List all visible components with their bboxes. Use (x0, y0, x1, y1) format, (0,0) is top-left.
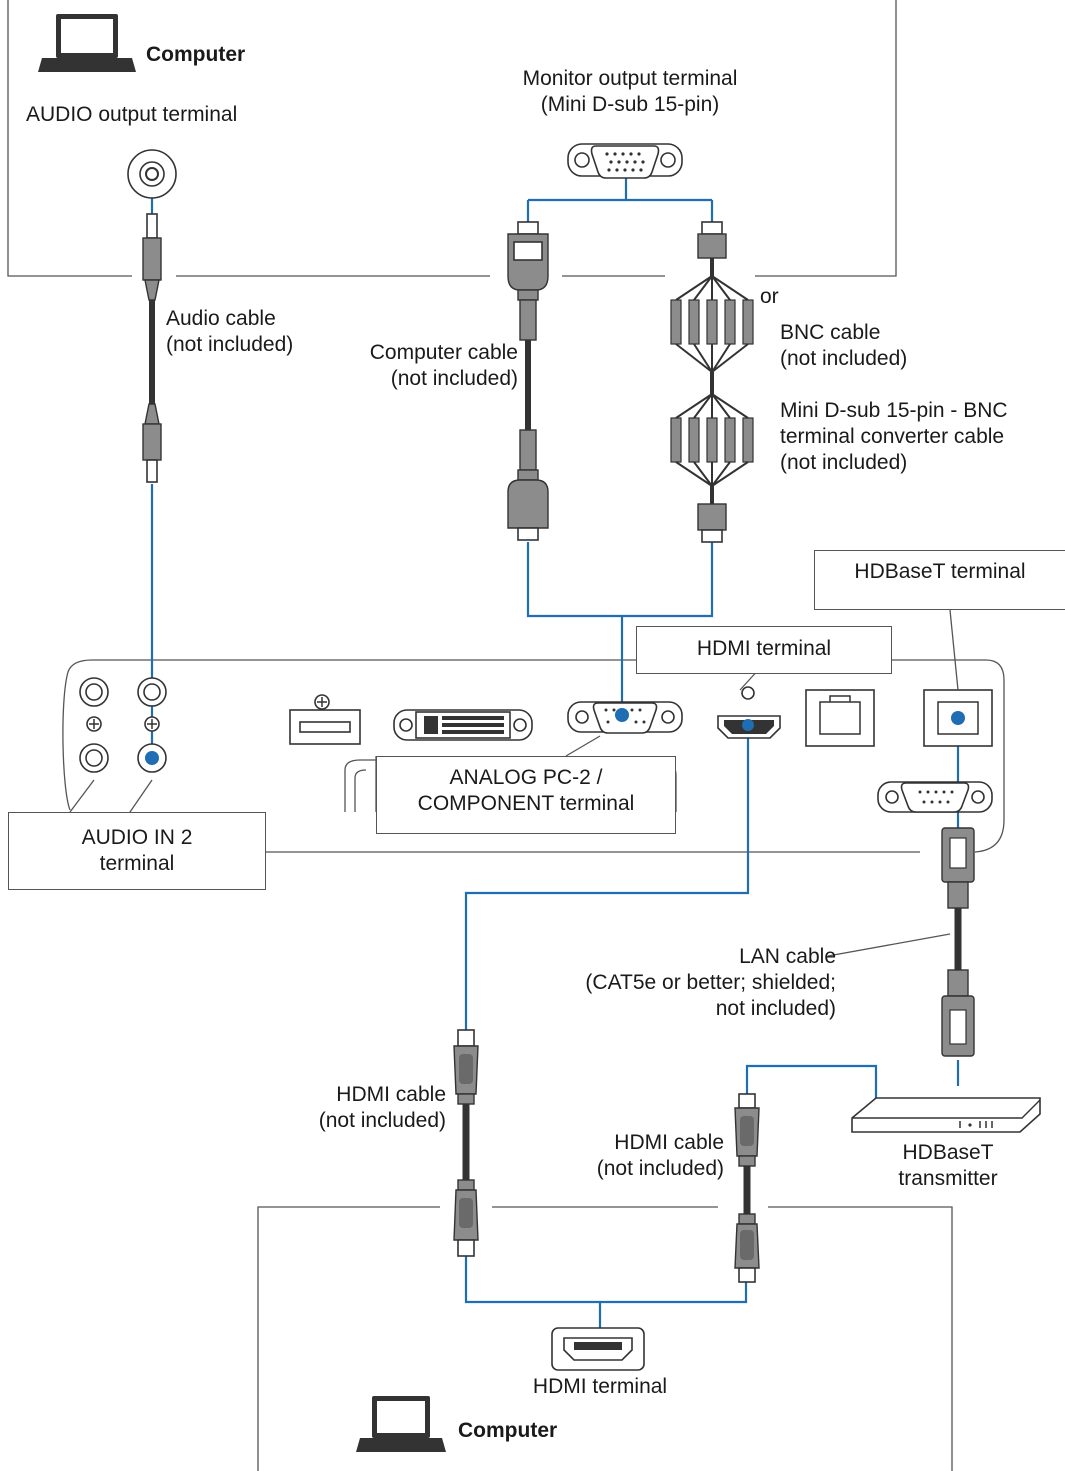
converter-cable-label: Mini D-sub 15-pin - BNC terminal convert… (780, 399, 1008, 474)
lan-cable-label: LAN cable (CAT5e or better; shielded; no… (585, 945, 836, 1020)
lan-port-icon (805, 689, 875, 747)
top-computer-frame (7, 0, 897, 277)
audio-cable-label: Audio cable (not included) (166, 307, 294, 356)
hdmi-cable-right-label: HDMI cable (not included) (596, 1131, 724, 1180)
audio-cable-icon (142, 213, 162, 483)
hdbaset-transmitter-icon (851, 1097, 1041, 1133)
bottom-hdmi-terminal-label: HDMI terminal (532, 1375, 668, 1398)
bottom-computer-title: Computer (458, 1419, 558, 1442)
laptop-icon (356, 1396, 446, 1452)
hdmi-cable-left-label: HDMI cable (not included) (318, 1083, 446, 1132)
analog-pc2-port-icon (567, 701, 683, 734)
serial-port-icon (877, 781, 993, 813)
top-computer-title: Computer (146, 43, 246, 66)
analog-pc2-callout: ANALOG PC-2 / COMPONENT terminal (376, 756, 676, 834)
bottom-hdmi-port-icon (551, 1327, 645, 1371)
bottom-computer-frame (257, 1206, 953, 1471)
computer-cable-label: Computer cable (not included) (369, 341, 518, 390)
signal-wires (150, 174, 960, 1328)
computer-cable-icon (507, 221, 549, 541)
or-label: or (760, 285, 779, 308)
bnc-cable-label: BNC cable (not included) (780, 321, 908, 370)
hdmi-port-icon (717, 686, 781, 739)
audio-in-jacks-icon (79, 677, 167, 773)
lan-cable-icon (941, 827, 975, 1057)
dvi-port-icon (393, 709, 533, 741)
audio-jack-icon (127, 149, 177, 199)
monitor-output-label: Monitor output terminal (Mini D-sub 15-p… (522, 67, 738, 116)
laptop-icon (38, 14, 136, 72)
hdbaset-transmitter-label: HDBaseT transmitter (898, 1141, 998, 1190)
vga-port-icon (567, 143, 683, 179)
hdmi-cable-right-icon (734, 1093, 760, 1283)
hdbaset-terminal-callout: HDBaseT terminal (814, 550, 1065, 610)
usb-port-icon (289, 694, 361, 745)
hdmi-terminal-callout: HDMI terminal (636, 626, 892, 674)
bnc-cable-icon (670, 221, 754, 543)
audio-output-label: AUDIO output terminal (26, 103, 238, 126)
hdbaset-port-icon (923, 689, 993, 747)
audio-in-2-callout: AUDIO IN 2 terminal (8, 812, 266, 890)
hdmi-cable-left-icon (453, 1029, 479, 1257)
